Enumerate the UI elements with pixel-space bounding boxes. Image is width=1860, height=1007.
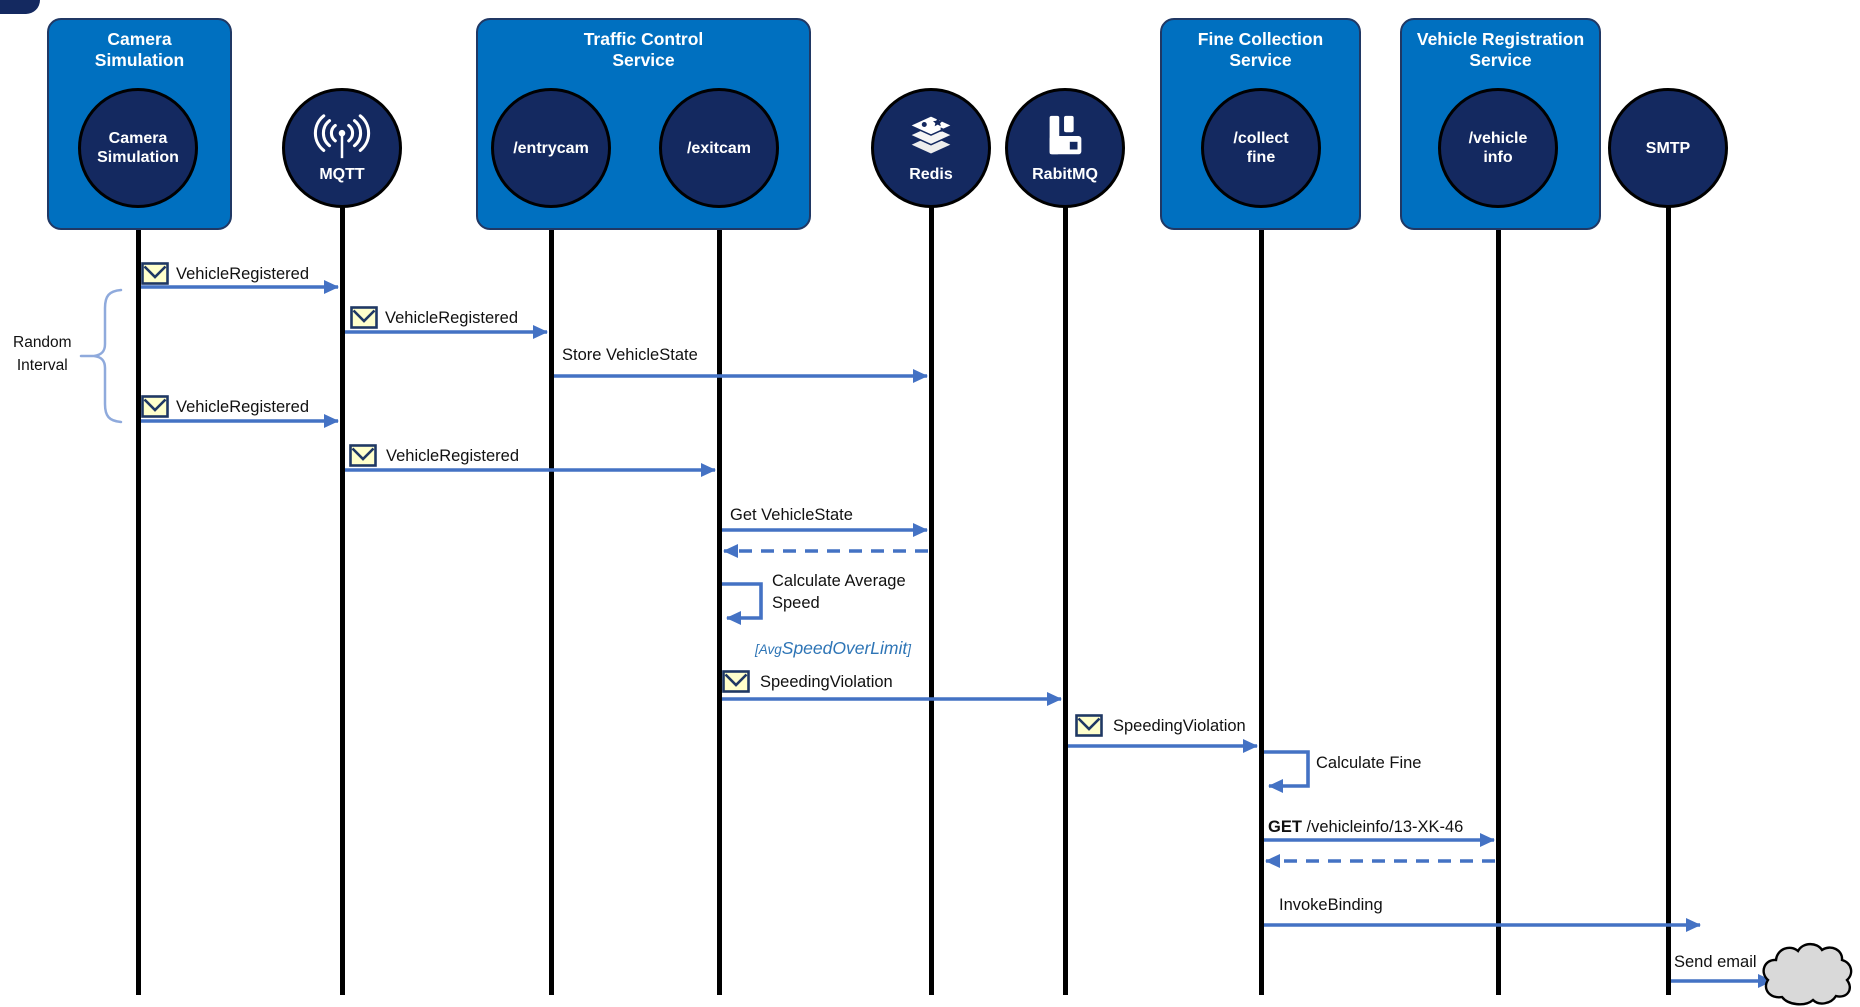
actor-circle-smtp: SMTP: [1608, 88, 1728, 208]
message-label: Store VehicleState: [562, 346, 698, 364]
lifeline-camera: [135, 148, 141, 995]
envelope-icon: [141, 395, 169, 423]
mqtt-antenna-icon: [313, 114, 371, 159]
message-label: Get VehicleState: [730, 506, 853, 524]
actor-label-entrycam: /entrycam: [513, 139, 589, 157]
message-label: VehicleRegistered: [386, 447, 519, 465]
self-loop-label: Calculate Fine: [1316, 754, 1422, 772]
interval-brace: [79, 288, 123, 424]
lifeline-rabbitmq: [1062, 148, 1068, 995]
actor-label-rabbitmq: RabitMQ: [1032, 166, 1098, 183]
corner-decoration: [0, 0, 40, 14]
rabbitmq-icon: [1036, 112, 1094, 162]
lifeline-exitcam: [716, 148, 722, 995]
envelope-icon: [1075, 714, 1103, 742]
lifeline-redis: [928, 148, 934, 995]
rabbitmq-icon: [1049, 115, 1082, 155]
message-label: SpeedingViolation: [1113, 717, 1246, 735]
lifeline-collectfine: [1258, 148, 1264, 995]
message-label: Send email: [1674, 953, 1757, 971]
actor-label-exitcam: /exitcam: [686, 139, 752, 157]
actor-label-smtp: SMTP: [1645, 139, 1691, 157]
actor-circle-rabbitmq: RabitMQ: [1005, 88, 1125, 208]
lifeline-smtp: [1665, 148, 1671, 995]
envelope-icon: [141, 262, 169, 290]
actor-circle-entrycam: /entrycam: [491, 88, 611, 208]
actor-label-mqtt: MQTT: [319, 166, 365, 183]
mqtt-icon: [313, 112, 371, 162]
actor-label-redis: Redis: [909, 166, 953, 183]
message-label: InvokeBinding: [1279, 896, 1383, 914]
message-label: VehicleRegistered: [176, 265, 309, 283]
lifeline-mqtt: [339, 148, 345, 995]
redis-stack-icon: [907, 115, 955, 156]
self-loop-arrow: [1264, 750, 1310, 793]
self-loop-arrow: [722, 582, 763, 625]
redis-icon: [902, 112, 960, 162]
envelope-icon: [722, 670, 750, 698]
lifeline-entrycam: [548, 148, 554, 995]
message-label: GET /vehicleinfo/13-XK-46: [1268, 818, 1464, 836]
email-cloud-shape: [1762, 942, 1853, 1006]
lifeline-vehicleinfo: [1495, 148, 1501, 995]
envelope-icon: [349, 444, 377, 472]
message-label: VehicleRegistered: [176, 398, 309, 416]
actor-circle-mqtt: MQTT: [282, 88, 402, 208]
actor-circle-redis: Redis: [871, 88, 991, 208]
message-label: VehicleRegistered: [385, 309, 518, 327]
message-label: SpeedingViolation: [760, 673, 893, 691]
actor-circle-exitcam: /exitcam: [659, 88, 779, 208]
envelope-icon: [350, 306, 378, 334]
condition-label: [AvgSpeedOverLimit]: [755, 638, 912, 658]
